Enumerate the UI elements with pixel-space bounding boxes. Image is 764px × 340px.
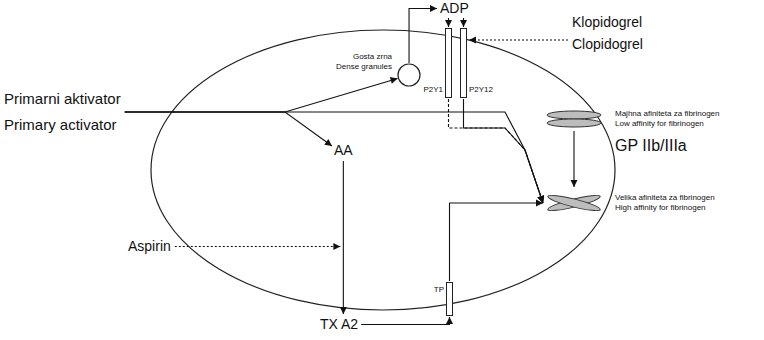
connector xyxy=(409,5,437,63)
arrow-head xyxy=(460,20,467,27)
node-text: Velika afiniteta za fibrinogen xyxy=(615,193,715,203)
activator-label: Primarni aktivatorPrimary activator xyxy=(4,90,121,134)
dense-granule: Gosta zrnaDense granules xyxy=(336,52,422,88)
granule-shape xyxy=(396,62,422,88)
arrow-head xyxy=(340,307,347,314)
mediator-label: ADP xyxy=(440,0,469,17)
connector xyxy=(361,317,453,325)
connector-line xyxy=(125,112,332,146)
connector-line xyxy=(125,78,398,112)
node-text: ADP xyxy=(440,0,469,17)
granule-circle xyxy=(398,64,420,86)
node-text: TX A2 xyxy=(320,316,358,333)
connector xyxy=(125,77,398,112)
node-text: Primarni aktivator xyxy=(4,90,121,108)
receptor-label: P2Y1 xyxy=(423,85,443,95)
connector xyxy=(469,37,568,44)
connector xyxy=(445,18,452,27)
integrin-shape xyxy=(545,108,603,130)
node-text: Gosta zrna xyxy=(336,52,392,62)
connector-line xyxy=(450,203,544,281)
mediator-label: TX A2 xyxy=(320,316,358,333)
node-text: Dense granules xyxy=(336,62,392,72)
integrin-subunit xyxy=(547,119,601,127)
integrin-text: Majhna afiniteta za fibrinogenLow affini… xyxy=(615,109,720,129)
arrow-head xyxy=(536,200,543,207)
arrow-head xyxy=(324,139,332,146)
connector xyxy=(125,112,332,146)
connector-line xyxy=(343,161,344,314)
connector xyxy=(340,161,347,314)
connector-line xyxy=(469,39,568,40)
integrin-subunit xyxy=(547,193,601,214)
connector xyxy=(450,200,544,282)
integrin-low-affinity: Majhna afiniteta za fibrinogenLow affini… xyxy=(545,108,720,130)
node-text: High affinity for fibrinogen xyxy=(615,203,715,213)
arrow-head xyxy=(390,77,398,84)
connector xyxy=(464,99,545,203)
node-text: AA xyxy=(334,142,353,159)
receptor-label: P2Y12 xyxy=(469,85,493,95)
receptor-bar: P2Y12 xyxy=(460,28,467,98)
granule-text: Gosta zrnaDense granules xyxy=(336,52,392,72)
mediator-label: AA xyxy=(334,142,353,159)
arrow-head xyxy=(430,5,437,12)
integrin-subunit xyxy=(547,111,601,119)
arrow-head xyxy=(571,180,578,187)
node-text: Majhna afiniteta za fibrinogen xyxy=(615,109,720,119)
connector xyxy=(571,131,578,187)
arrow-head xyxy=(469,37,476,44)
integrin-high-affinity: Velika afiniteta za fibrinogenHigh affin… xyxy=(545,188,715,218)
node-text: TP xyxy=(434,285,444,295)
connector-line xyxy=(409,9,437,64)
arrow-head xyxy=(445,20,452,27)
drug-label: KlopidogrelClopidogrel xyxy=(572,14,643,53)
connector-line xyxy=(361,317,449,325)
integrin-shape xyxy=(545,188,603,218)
drug-label: Aspirin xyxy=(128,238,171,255)
receptor-bar: P2Y1 xyxy=(445,28,452,98)
node-text: Clopidogrel xyxy=(572,36,643,53)
arrow-head xyxy=(446,317,453,324)
connector-line xyxy=(175,246,341,247)
node-text: Aspirin xyxy=(128,238,171,255)
node-text: Klopidogrel xyxy=(572,14,643,31)
connector-line xyxy=(573,131,574,187)
connector-line xyxy=(125,112,543,203)
connector-line xyxy=(449,99,544,203)
node-text: Primary activator xyxy=(4,116,121,134)
node-text: Low affinity for fibrinogen xyxy=(615,119,720,129)
connector xyxy=(125,112,544,203)
connector xyxy=(449,99,545,203)
receptor-label: TP xyxy=(434,285,444,295)
integrin-subunit xyxy=(547,193,601,214)
node-text: P2Y12 xyxy=(469,85,493,95)
node-text: P2Y1 xyxy=(423,85,443,95)
integrin-text: Velika afiniteta za fibrinogenHigh affin… xyxy=(615,193,715,213)
integrin-name: GP IIb/IIIa xyxy=(615,136,687,155)
connector-line xyxy=(464,99,544,203)
platelet-membrane xyxy=(151,30,615,310)
receptor-bar: TP xyxy=(446,282,453,316)
arrow-head xyxy=(333,243,340,250)
inhibition-arrow xyxy=(175,243,341,250)
connector xyxy=(460,18,467,27)
